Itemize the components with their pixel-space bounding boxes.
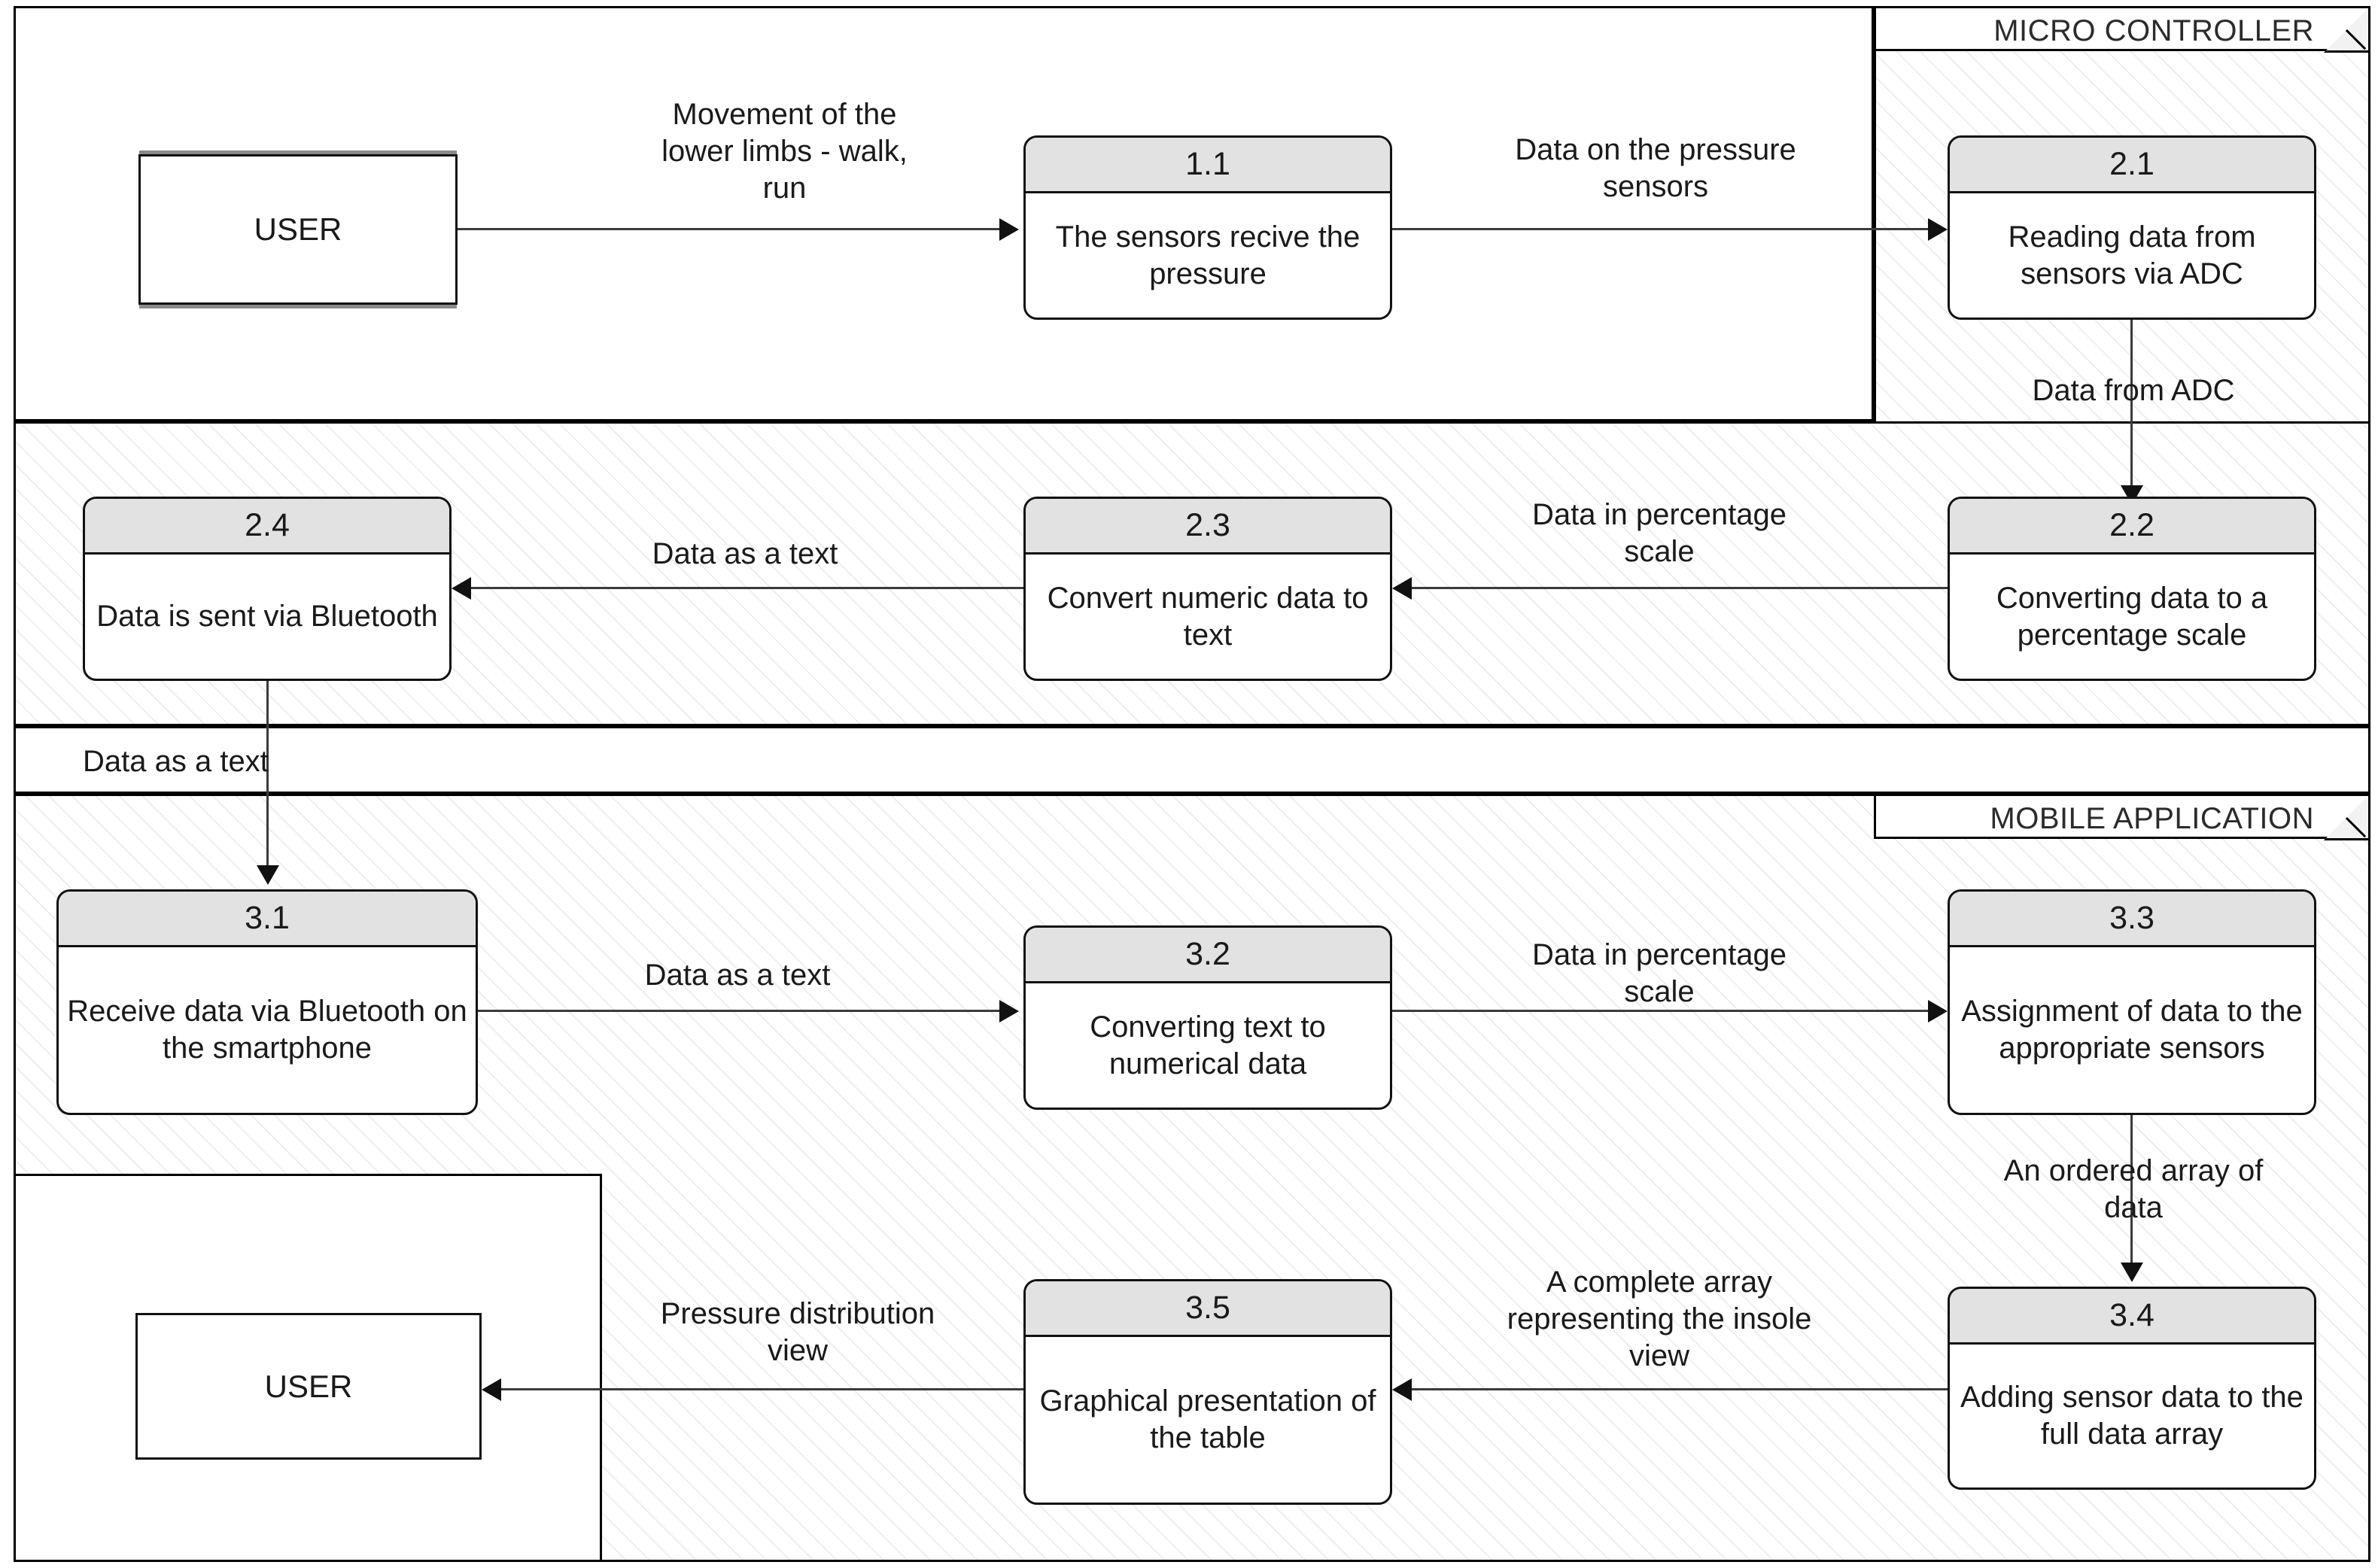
- flow-label-ordered-array: An ordered array of data: [2003, 1154, 2264, 1224]
- flow-label-movement-lower-limbs: Movement of the lower limbs - walk, run: [661, 98, 908, 205]
- connector-2-2-to-2-3: [1412, 587, 1948, 589]
- flow-label-complete-array-insole: A complete array representing the insole…: [1507, 1266, 1812, 1372]
- connector-3-2-to-3-3: [1392, 1010, 1933, 1012]
- connector-3-5-to-user: [501, 1388, 1023, 1390]
- arrowhead-1-1-to-2-1: [1928, 218, 1948, 241]
- process-2-4[interactable]: 2.4 Data is sent via Bluetooth: [83, 497, 452, 681]
- entity-user-top-label: USER: [254, 211, 342, 247]
- arrowhead-2-4-to-3-1: [257, 865, 279, 885]
- process-3-5-number: 3.5: [1026, 1281, 1390, 1337]
- flow-label-pressure-distribution-view: Pressure distribution view: [660, 1297, 935, 1367]
- process-2-2[interactable]: 2.2 Converting data to a percentage scal…: [1948, 497, 2316, 681]
- connector-2-3-to-2-4: [471, 587, 1023, 589]
- flow-label-data-as-text-band: Data as a text: [83, 745, 269, 778]
- entity-user-bottom-label: USER: [264, 1368, 353, 1404]
- process-3-2-text: Converting text to numerical data: [1090, 1010, 1326, 1080]
- process-2-3[interactable]: 2.3 Convert numeric data to text: [1023, 497, 1392, 681]
- process-1-1-text: The sensors recive the pressure: [1055, 220, 1361, 290]
- process-2-1-number: 2.1: [1950, 138, 2314, 193]
- process-3-4[interactable]: 3.4 Adding sensor data to the full data …: [1948, 1287, 2316, 1490]
- process-3-5[interactable]: 3.5 Graphical presentation of the table: [1023, 1279, 1392, 1505]
- arrowhead-3-5-to-user: [482, 1378, 501, 1401]
- process-3-1-text: Receive data via Bluetooth on the smartp…: [67, 995, 467, 1065]
- entity-user-top[interactable]: USER: [138, 154, 458, 305]
- region-tab-mobile-application: MOBILE APPLICATION: [1874, 794, 2370, 840]
- connector-2-1-to-2-2: [2130, 320, 2133, 500]
- flow-label-data-percentage-scale-2-2: Data in percentage scale: [1531, 498, 1787, 568]
- region-label-band: [14, 726, 2370, 794]
- process-2-1-text: Reading data from sensors via ADC: [2008, 220, 2256, 290]
- process-2-2-number: 2.2: [1950, 499, 2314, 555]
- process-1-1[interactable]: 1.1 The sensors recive the pressure: [1023, 135, 1392, 320]
- connector-1-1-to-2-1: [1392, 228, 1933, 230]
- region-tab-mobile-application-label: MOBILE APPLICATION: [1990, 802, 2314, 835]
- region-tab-micro-controller-label: MICRO CONTROLLER: [1993, 14, 2314, 47]
- flow-label-data-on-pressure-sensors: Data on the pressure sensors: [1515, 133, 1796, 203]
- process-3-2[interactable]: 3.2 Converting text to numerical data: [1023, 925, 1392, 1110]
- flow-label-data-as-text-2-3: Data as a text: [652, 537, 838, 570]
- process-3-3-text: Assignment of data to the appropriate se…: [1961, 995, 2303, 1065]
- arrowhead-3-4-to-3-5: [1392, 1378, 1412, 1401]
- process-3-1-number: 3.1: [59, 892, 476, 947]
- flow-label-data-from-adc: Data from ADC: [2032, 374, 2235, 407]
- connector-3-4-to-3-5: [1412, 1388, 1948, 1390]
- arrowhead-2-2-to-2-3: [1392, 577, 1412, 600]
- process-3-3[interactable]: 3.3 Assignment of data to the appropriat…: [1948, 889, 2316, 1115]
- process-3-1[interactable]: 3.1 Receive data via Bluetooth on the sm…: [56, 889, 478, 1115]
- region-tab-micro-controller: MICRO CONTROLLER: [1874, 6, 2370, 53]
- arrowhead-3-3-to-3-4: [2121, 1263, 2143, 1282]
- flow-label-data-as-text-3-1: Data as a text: [644, 959, 831, 992]
- arrowhead-3-1-to-3-2: [999, 1000, 1019, 1023]
- connector-user-to-1-1: [458, 228, 1001, 230]
- arrowhead-3-2-to-3-3: [1928, 1000, 1948, 1023]
- connector-2-4-to-3-1: [266, 681, 269, 880]
- process-3-4-text: Adding sensor data to the full data arra…: [1960, 1381, 2303, 1451]
- process-2-2-text: Converting data to a percentage scale: [1996, 581, 2268, 652]
- flow-label-data-percentage-scale-3-2: Data in percentage scale: [1531, 938, 1787, 1008]
- entity-user-bottom[interactable]: USER: [135, 1313, 482, 1460]
- process-2-3-text: Convert numeric data to text: [1047, 581, 1369, 652]
- process-3-3-number: 3.3: [1950, 892, 2314, 947]
- connector-3-3-to-3-4: [2130, 1115, 2133, 1277]
- arrowhead-2-3-to-2-4: [452, 577, 471, 600]
- process-3-2-number: 3.2: [1026, 928, 1390, 983]
- process-2-1[interactable]: 2.1 Reading data from sensors via ADC: [1948, 135, 2316, 320]
- process-3-4-number: 3.4: [1950, 1289, 2314, 1345]
- arrowhead-user-to-1-1: [999, 218, 1019, 241]
- process-2-3-number: 2.3: [1026, 499, 1390, 555]
- process-2-4-text: Data is sent via Bluetooth: [96, 600, 438, 634]
- connector-3-1-to-3-2: [478, 1010, 1001, 1012]
- process-3-5-text: Graphical presentation of the table: [1039, 1384, 1376, 1454]
- process-2-4-number: 2.4: [85, 499, 449, 555]
- process-1-1-number: 1.1: [1026, 138, 1390, 193]
